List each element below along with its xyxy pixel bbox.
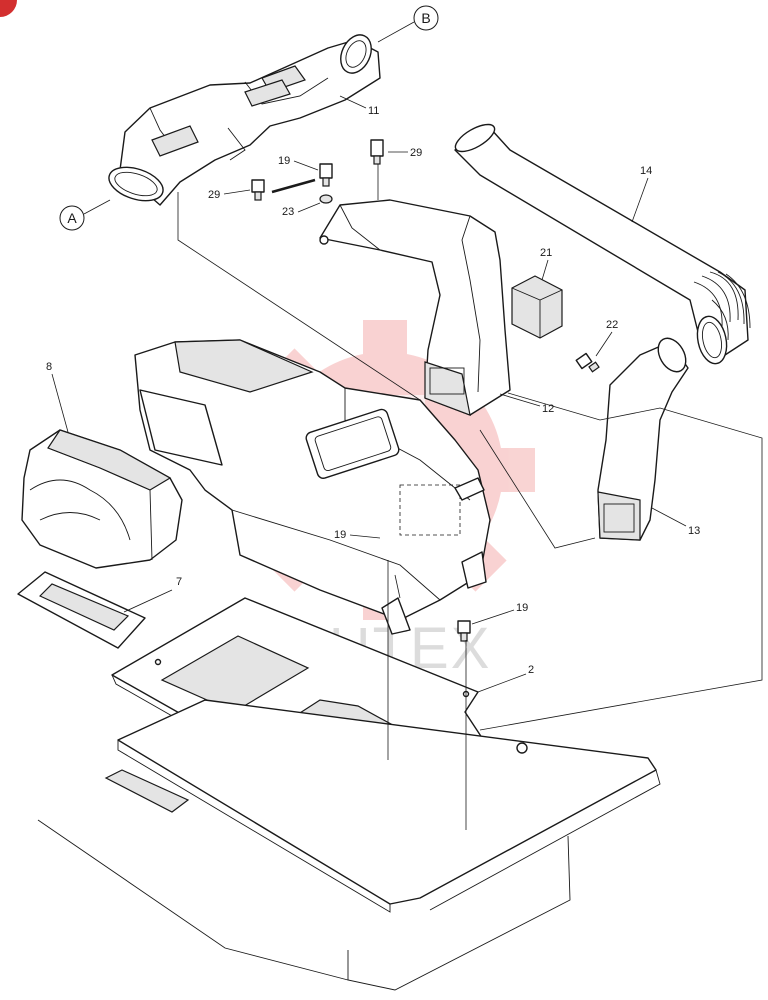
- callout-23: 23: [282, 202, 321, 218]
- svg-text:19: 19: [516, 602, 528, 614]
- part-21-block: [511, 275, 563, 339]
- callout-19-upper: 19: [278, 155, 319, 171]
- corner-badge: [0, 0, 17, 17]
- callout-19-mid: 19: [334, 529, 381, 541]
- washer-23: [319, 194, 333, 204]
- svg-text:B: B: [421, 10, 430, 26]
- svg-text:22: 22: [606, 319, 618, 331]
- callout-14: 14: [631, 165, 652, 223]
- callout-13: 13: [651, 507, 700, 537]
- callout-8: 8: [46, 361, 69, 433]
- svg-text:A: A: [67, 210, 77, 226]
- heater-core-unit: [134, 339, 491, 635]
- svg-text:14: 14: [640, 165, 652, 177]
- callout-29-upper: 29: [388, 147, 422, 159]
- bolt-29-upper: [370, 139, 384, 165]
- bolt-19-upper: [271, 163, 333, 194]
- bolt-19-lower: [457, 620, 471, 642]
- svg-text:13: 13: [688, 525, 700, 537]
- svg-text:21: 21: [540, 247, 552, 259]
- part-13-elbow-duct: [597, 337, 689, 541]
- callout-22: 22: [595, 319, 618, 357]
- guide-lines: [177, 164, 763, 830]
- svg-text:7: 7: [176, 576, 182, 588]
- callout-12: 12: [499, 393, 554, 415]
- callout-11: 11: [339, 95, 379, 117]
- callout-29-left: 29: [208, 189, 251, 201]
- callout-7: 7: [123, 576, 182, 613]
- reference-marker-b: B: [377, 5, 439, 43]
- svg-text:29: 29: [208, 189, 220, 201]
- part-7-gasket: [17, 571, 146, 649]
- callout-2: 2: [477, 664, 534, 693]
- callout-21: 21: [540, 247, 552, 281]
- part-8-evaporator-housing: [21, 429, 183, 569]
- svg-text:2: 2: [528, 664, 534, 676]
- floor-panel: [37, 699, 661, 991]
- part-11-upper-duct: [108, 34, 381, 206]
- bolt-29-left: [251, 179, 265, 201]
- svg-text:23: 23: [282, 206, 294, 218]
- bolt-22: [575, 352, 600, 373]
- svg-text:11: 11: [368, 105, 379, 117]
- reference-marker-a: A: [59, 199, 111, 231]
- svg-text:8: 8: [46, 361, 52, 373]
- svg-text:29: 29: [410, 147, 422, 159]
- callout-19-lower: 19: [471, 602, 528, 625]
- part-14-flexible-hose: [454, 123, 751, 365]
- svg-text:19: 19: [334, 529, 346, 541]
- svg-text:19: 19: [278, 155, 290, 167]
- part-12-duct: [319, 199, 511, 416]
- svg-text:12: 12: [542, 403, 554, 415]
